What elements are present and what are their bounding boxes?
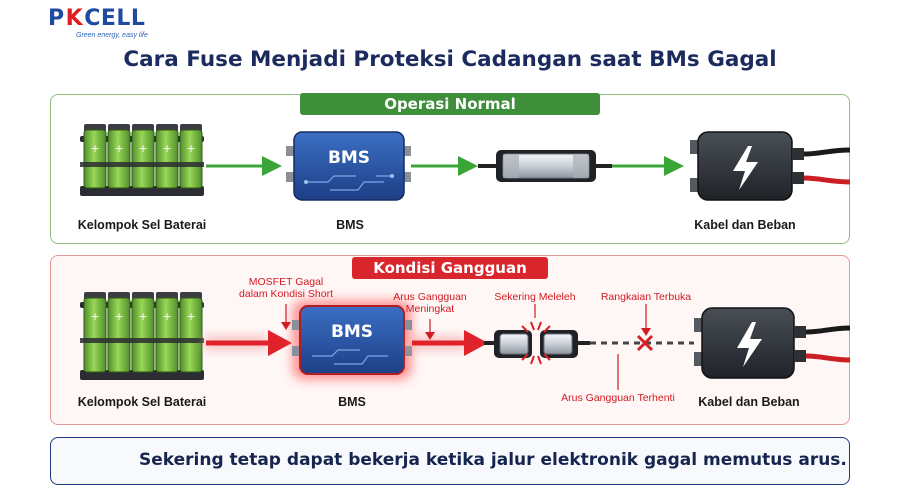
svg-text:+: + <box>162 310 171 323</box>
brand-tagline: Green energy, easy life <box>76 32 148 39</box>
conclusion-banner: Sekering tetap dapat bekerja ketika jalu… <box>50 437 850 485</box>
svg-text:+: + <box>90 310 99 323</box>
normal-operation-heading: Operasi Normal <box>300 93 600 115</box>
normal-bms-chip-label: BMS <box>328 148 370 168</box>
svg-text:+: + <box>90 142 99 155</box>
note-mosfet-failed: MOSFET Gagal dalam Kondisi Short <box>226 276 346 300</box>
fault-battery-label: Kelompok Sel Baterai <box>77 395 207 409</box>
normal-arrow-fuse-to-load <box>612 156 684 176</box>
normal-battery-pack-icon: + + + + + <box>80 124 204 196</box>
note-current-line1: Arus Gangguan <box>393 291 467 303</box>
normal-fuse-icon <box>478 150 612 182</box>
fault-bms-label: BMS <box>338 395 366 409</box>
note-fuse-melted: Sekering Meleleh <box>494 291 576 303</box>
svg-text:+: + <box>186 142 195 155</box>
svg-text:+: + <box>186 310 195 323</box>
open-circuit-x-icon <box>636 334 654 352</box>
normal-arrow-bms-to-fuse <box>411 156 478 176</box>
note-fault-current-stopped: Arus Gangguan Terhenti <box>561 392 675 404</box>
callout-leaders <box>281 304 651 390</box>
brand-letters-cell: CELL <box>84 6 146 31</box>
brand-letter-k: K <box>65 6 84 31</box>
normal-bms-module-icon <box>286 131 411 201</box>
svg-text:+: + <box>114 142 123 155</box>
fault-load-box-icon <box>694 307 851 379</box>
svg-text:+: + <box>138 310 147 323</box>
fault-bms-chip-label: BMS <box>331 322 373 342</box>
normal-arrow-battery-to-bms <box>206 156 282 176</box>
page-title: Cara Fuse Menjadi Proteksi Cadangan saat… <box>123 47 777 72</box>
fault-arrow-bms-to-fuse <box>410 330 488 356</box>
brand-letter-p: P <box>48 6 65 31</box>
svg-text:+: + <box>162 142 171 155</box>
conclusion-text: Sekering tetap dapat bekerja ketika jalu… <box>139 450 847 470</box>
note-current-line2: Meningkat <box>405 303 455 315</box>
svg-text:+: + <box>138 142 147 155</box>
fault-arrow-battery-to-bms <box>204 330 292 356</box>
note-mosfet-line1: MOSFET Gagal <box>248 276 324 288</box>
fault-load-label: Kabel dan Beban <box>698 395 800 409</box>
blown-fuse-icon <box>484 321 590 365</box>
fault-condition-heading: Kondisi Gangguan <box>352 257 548 279</box>
note-open-circuit: Rangkaian Terbuka <box>600 291 692 303</box>
normal-load-box-icon <box>690 131 851 201</box>
normal-bms-label: BMS <box>336 218 364 232</box>
normal-battery-label: Kelompok Sel Baterai <box>77 218 207 232</box>
svg-text:+: + <box>114 310 123 323</box>
fault-battery-pack-icon: + + + + + <box>80 292 204 380</box>
note-fault-current-rising: Arus Gangguan Meningkat <box>380 291 480 315</box>
fault-bms-module-icon <box>292 300 412 380</box>
note-mosfet-line2: dalam Kondisi Short <box>239 288 333 300</box>
normal-load-label: Kabel dan Beban <box>694 218 796 232</box>
